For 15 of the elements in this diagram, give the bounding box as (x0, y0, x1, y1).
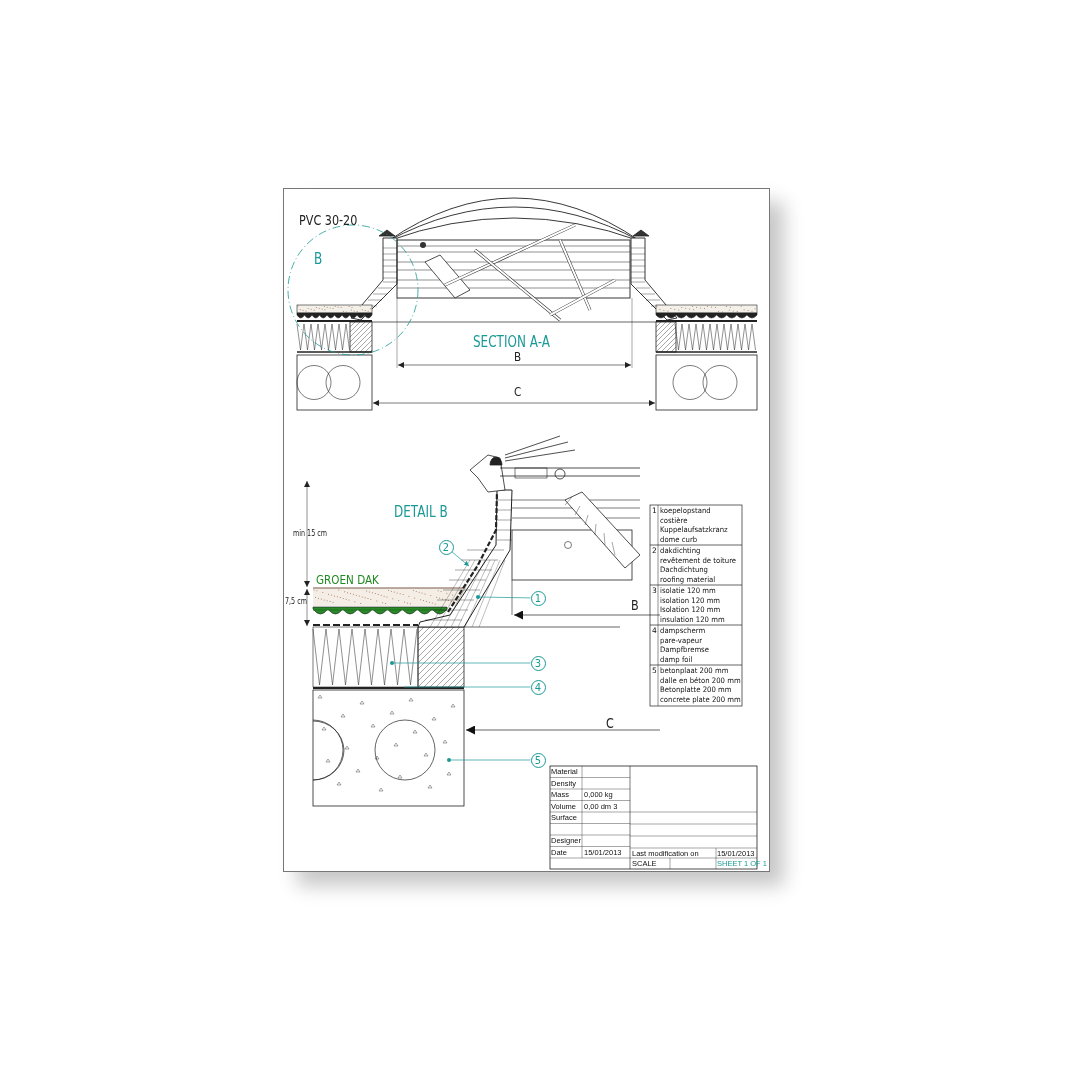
section-label: B (631, 598, 639, 612)
leader-line (476, 595, 531, 599)
detail-marker-label: B (314, 252, 323, 267)
layer-label: GROEN DAK (316, 573, 379, 586)
dimension-label: 7,5 cm (285, 598, 307, 606)
leader-line (390, 661, 531, 665)
leader-line (403, 686, 531, 688)
drawing-title: PVC 30-20 (299, 213, 358, 227)
section-title: SECTION A-A (473, 335, 550, 350)
dimension-label: min 15 cm (293, 530, 328, 538)
detail-title: DETAIL B (394, 505, 448, 520)
leader-line (447, 758, 531, 762)
dimension-label: C (514, 385, 522, 398)
section-label: C (606, 716, 614, 730)
dimension-label: B (514, 350, 522, 363)
